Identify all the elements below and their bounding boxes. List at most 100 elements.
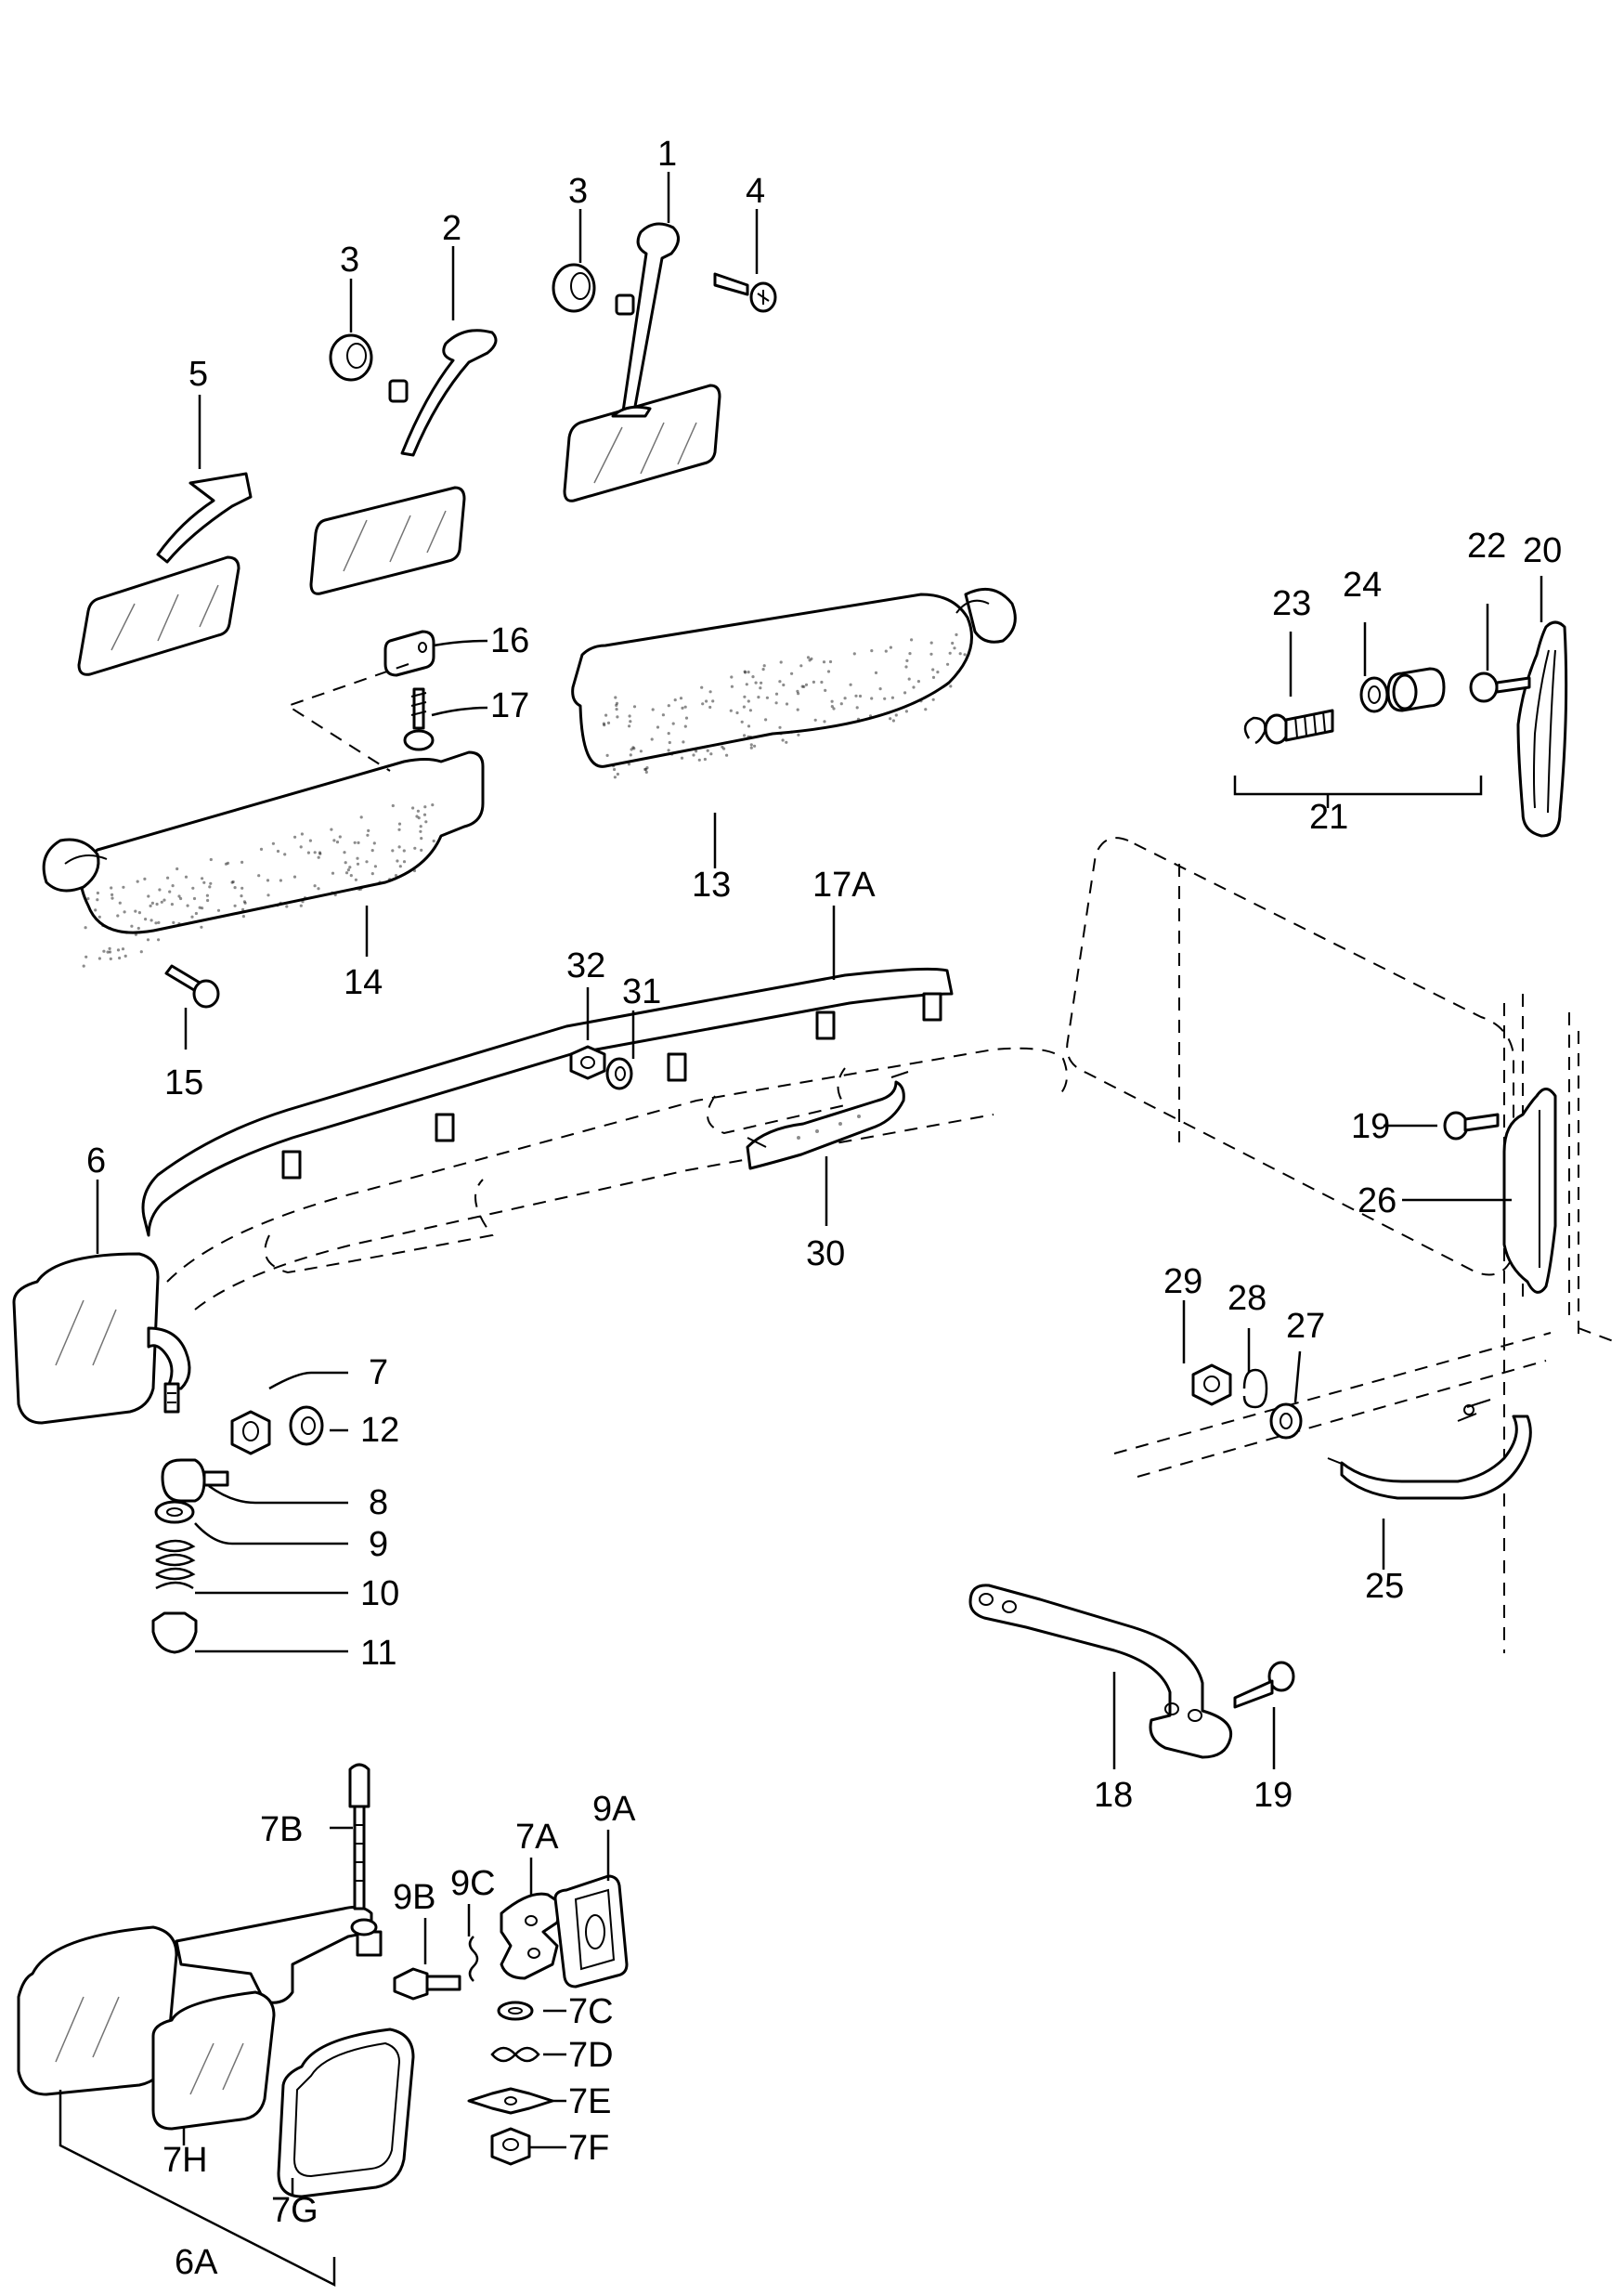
callout-3: 3 (568, 172, 588, 211)
callout-16: 16 (490, 621, 529, 660)
clip-9C (468, 1936, 479, 1982)
mirror-glass-7H (151, 1990, 276, 2131)
callout-11: 11 (360, 1634, 396, 1673)
callout-6: 6 (86, 1141, 106, 1180)
callout-27: 27 (1286, 1307, 1325, 1346)
grommet-24 (1359, 676, 1389, 713)
mirror-stem-7B (348, 1763, 370, 1910)
clip-21 (1243, 716, 1267, 745)
callout-30: 30 (806, 1234, 845, 1273)
spacer-3-left (329, 333, 373, 382)
callout-2: 2 (442, 209, 461, 248)
callout-19: 19 (1351, 1107, 1390, 1146)
callout-13: 13 (692, 866, 731, 905)
callout-26: 26 (1358, 1181, 1397, 1220)
washer-31 (605, 1057, 633, 1090)
callout-7A: 7A (515, 1818, 559, 1857)
callout-14: 14 (344, 963, 383, 1002)
spring-10 (155, 1539, 196, 1590)
lock-plate-7E (467, 2087, 554, 2115)
screw-22 (1469, 672, 1531, 703)
spring-washer-7D (490, 2046, 540, 2063)
interior-mirror-1 (563, 222, 721, 502)
callout-3: 3 (340, 241, 359, 280)
callout-4: 4 (746, 172, 765, 211)
callout-31: 31 (622, 972, 661, 1011)
callout-25: 25 (1365, 1567, 1404, 1606)
sun-visor-13 (571, 587, 1017, 768)
bracket-21 (1233, 776, 1483, 808)
nut-29 (1191, 1363, 1232, 1406)
grab-handle-30 (746, 1071, 909, 1170)
callout-7H: 7H (162, 2141, 208, 2180)
callout-17A: 17A (812, 866, 876, 905)
callout-6A: 6A (175, 2243, 218, 2282)
bolt-8 (161, 1458, 229, 1503)
callout-12: 12 (360, 1411, 399, 1450)
callout-8: 8 (369, 1483, 388, 1522)
screw-17 (403, 687, 435, 751)
screw-4 (713, 272, 777, 313)
door-handle-26 (1502, 1088, 1557, 1294)
grab-handle-25 (1327, 1399, 1532, 1500)
callout-29: 29 (1163, 1262, 1202, 1301)
callout-9C: 9C (450, 1864, 496, 1903)
callout-7C: 7C (568, 1992, 614, 2031)
sun-visor-14 (42, 750, 485, 934)
washer-9 (154, 1500, 195, 1524)
callout-7: 7 (369, 1353, 388, 1392)
callout-9: 9 (369, 1525, 388, 1564)
callout-18: 18 (1094, 1776, 1133, 1815)
callout-28: 28 (1228, 1279, 1267, 1318)
door-outline (1066, 837, 1617, 1653)
callout-24: 24 (1343, 566, 1382, 605)
callout-9A: 9A (592, 1790, 636, 1829)
callout-labels: 1 2 3 3 4 5 6 6A 7 7A 7B 7C 7D 7E 7F 7G … (86, 135, 1562, 2282)
callout-20: 20 (1523, 531, 1562, 570)
roof-trim-17A (141, 967, 954, 1237)
callout-9B: 9B (393, 1878, 435, 1917)
bolt-9B (393, 1967, 461, 2001)
washer-7C (497, 2001, 534, 2021)
callout-7G: 7G (271, 2191, 318, 2230)
callout-32: 32 (566, 946, 605, 985)
assembly-dash-16 (285, 663, 409, 772)
nut-7 (230, 1410, 271, 1455)
nut-7F (490, 2127, 531, 2166)
interior-mirror-2 (309, 329, 498, 595)
bracket-7A (500, 1892, 564, 1980)
screw-19-upper (1443, 1111, 1500, 1141)
callout-15: 15 (164, 1063, 203, 1102)
strap-20 (1516, 620, 1568, 838)
screw-23 (1264, 709, 1334, 745)
mirror-seal-7G (277, 2028, 415, 2198)
handle-18 (968, 1584, 1233, 1759)
nut-32 (569, 1045, 606, 1080)
interior-mirror-5 (77, 472, 253, 676)
washer-12 (289, 1405, 324, 1446)
callout-7E: 7E (568, 2082, 611, 2121)
callout-17: 17 (490, 686, 529, 725)
gasket-9A (553, 1874, 629, 1989)
washer-27 (1269, 1402, 1303, 1440)
spacer-3-right (552, 263, 596, 313)
bushing (1386, 667, 1446, 712)
screw-15 (164, 964, 220, 1009)
screw-19-lower (1233, 1661, 1295, 1709)
visor-clip-16 (383, 630, 435, 677)
callout-7F: 7F (568, 2129, 609, 2168)
cap-nut-11 (151, 1611, 198, 1654)
callout-7B: 7B (260, 1810, 303, 1849)
leader-lines (58, 172, 1543, 2288)
callout-21: 21 (1309, 798, 1348, 837)
callout-1: 1 (657, 135, 677, 174)
callout-22: 22 (1467, 527, 1506, 566)
callout-23: 23 (1272, 584, 1311, 623)
exterior-mirror-6 (12, 1252, 191, 1425)
callout-5: 5 (188, 355, 208, 394)
callout-7D: 7D (568, 2036, 614, 2075)
callout-19: 19 (1254, 1776, 1293, 1815)
callout-10: 10 (360, 1574, 399, 1613)
visor-13-texture (602, 632, 967, 779)
